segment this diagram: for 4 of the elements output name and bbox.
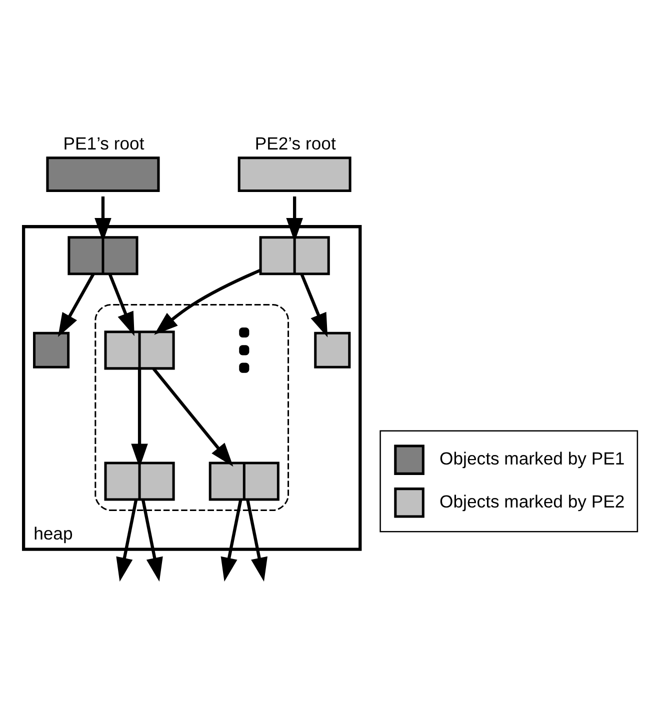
node-label: PE2’s root xyxy=(254,132,336,153)
legend-label: Objects marked by PE2 xyxy=(440,490,625,511)
legend-label: Objects marked by PE1 xyxy=(440,448,625,468)
node-label: PE1’s root xyxy=(63,132,144,153)
